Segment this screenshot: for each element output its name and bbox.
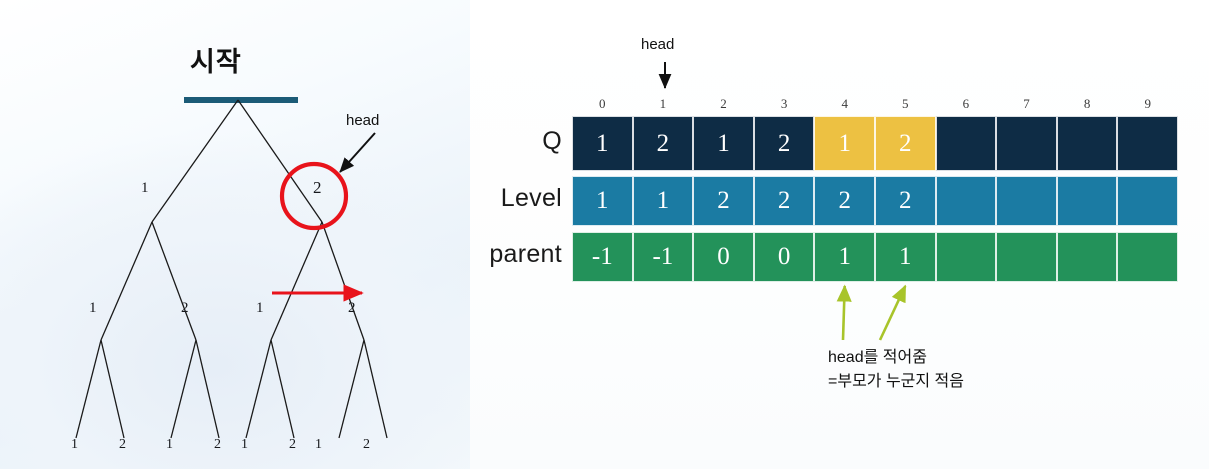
head-highlight-circle [279,161,349,231]
leaf-label-3: 1 [166,437,173,452]
cell-level-2[interactable]: 2 [693,176,754,226]
edge-l-right [151,221,197,341]
edge-root-right [237,99,323,223]
column-index-1: 1 [659,96,667,111]
head-callout-arrow [339,132,376,173]
leaf-label-5: 1 [241,437,248,452]
cell-parent-5[interactable]: 1 [875,232,936,282]
edge-label-l2-a: 1 [89,300,97,316]
annotation-arrow-4 [836,284,852,341]
cell-parent-2[interactable]: 0 [693,232,754,282]
cell-level-7[interactable] [996,176,1057,226]
leaf-label-4: 2 [214,437,221,452]
cell-q-4[interactable]: 1 [814,116,875,171]
leaf-label-8: 2 [363,437,370,452]
edge-leaf-3 [170,339,197,439]
edge-root-left [151,99,239,223]
cell-level-3[interactable]: 2 [753,176,815,226]
leaf-label-2: 2 [119,437,126,452]
head-callout-label: head [346,112,380,129]
column-index-7: 7 [1023,96,1030,111]
leaf-label-6: 2 [289,437,296,452]
edge-r-left [270,221,323,341]
row-label-level: Level [500,184,562,212]
column-index-0: 0 [599,96,606,111]
cell-q-8[interactable] [1056,116,1118,171]
edge-l-left [100,221,153,341]
edge-leaf-8 [363,339,388,439]
edge-leaf-6 [270,339,295,439]
cell-parent-7[interactable] [996,232,1057,282]
array-head-label: head [641,36,675,53]
cell-parent-9[interactable] [1117,232,1178,282]
cell-parent-6[interactable] [935,232,997,282]
cell-q-5[interactable]: 2 [875,116,936,171]
cell-level-6[interactable] [935,176,997,226]
annotation-line-1: head를 적어줌 [828,349,927,366]
cell-level-9[interactable] [1117,176,1178,226]
edge-label-l2-c: 1 [256,300,264,316]
cell-parent-1[interactable]: -1 [632,232,694,282]
cell-q-3[interactable]: 2 [753,116,815,171]
cell-parent-3[interactable]: 0 [753,232,815,282]
cell-q-7[interactable] [996,116,1057,171]
column-index-5: 5 [902,96,909,111]
edge-label-l2-d: 2 [348,300,356,316]
cell-level-0[interactable]: 1 [572,176,633,226]
edge-label-l2-b: 2 [181,300,189,316]
circled-node-label: 2 [313,178,322,197]
leaf-label-1: 1 [71,437,78,452]
column-index-8: 8 [1083,96,1091,111]
edge-label-l1-left: 1 [141,180,149,196]
column-index-2: 2 [720,96,727,111]
edge-r-right [321,221,365,341]
edge-leaf-2 [100,339,125,439]
cell-q-1[interactable]: 2 [632,116,694,171]
cell-q-6[interactable] [935,116,997,171]
cell-q-2[interactable]: 1 [693,116,754,171]
column-index-9: 9 [1144,96,1151,111]
edge-leaf-7 [338,339,365,439]
edge-leaf-5 [245,339,272,439]
cell-q-9[interactable] [1117,116,1178,171]
row-label-q: Q [542,126,562,155]
column-index-3: 3 [780,96,788,111]
edge-leaf-4 [195,339,220,439]
cell-parent-0[interactable]: -1 [572,232,633,282]
leaf-label-7: 1 [315,437,322,452]
cell-level-5[interactable]: 2 [875,176,936,226]
cell-parent-4[interactable]: 1 [814,232,875,282]
cell-level-8[interactable] [1056,176,1118,226]
cell-level-1[interactable]: 1 [632,176,694,226]
column-index-4: 4 [841,96,848,111]
cell-q-0[interactable]: 1 [572,116,633,171]
row-label-parent: parent [489,240,562,268]
annotation-arrow-5 [878,284,907,341]
tree-panel-background [0,0,470,469]
tree-title: 시작 [190,47,242,77]
column-index-6: 6 [962,96,970,111]
annotation-line-2: =부모가 누군지 적음 [828,373,964,390]
edge-leaf-1 [75,339,102,439]
cell-level-4[interactable]: 2 [814,176,875,226]
cell-parent-8[interactable] [1056,232,1118,282]
